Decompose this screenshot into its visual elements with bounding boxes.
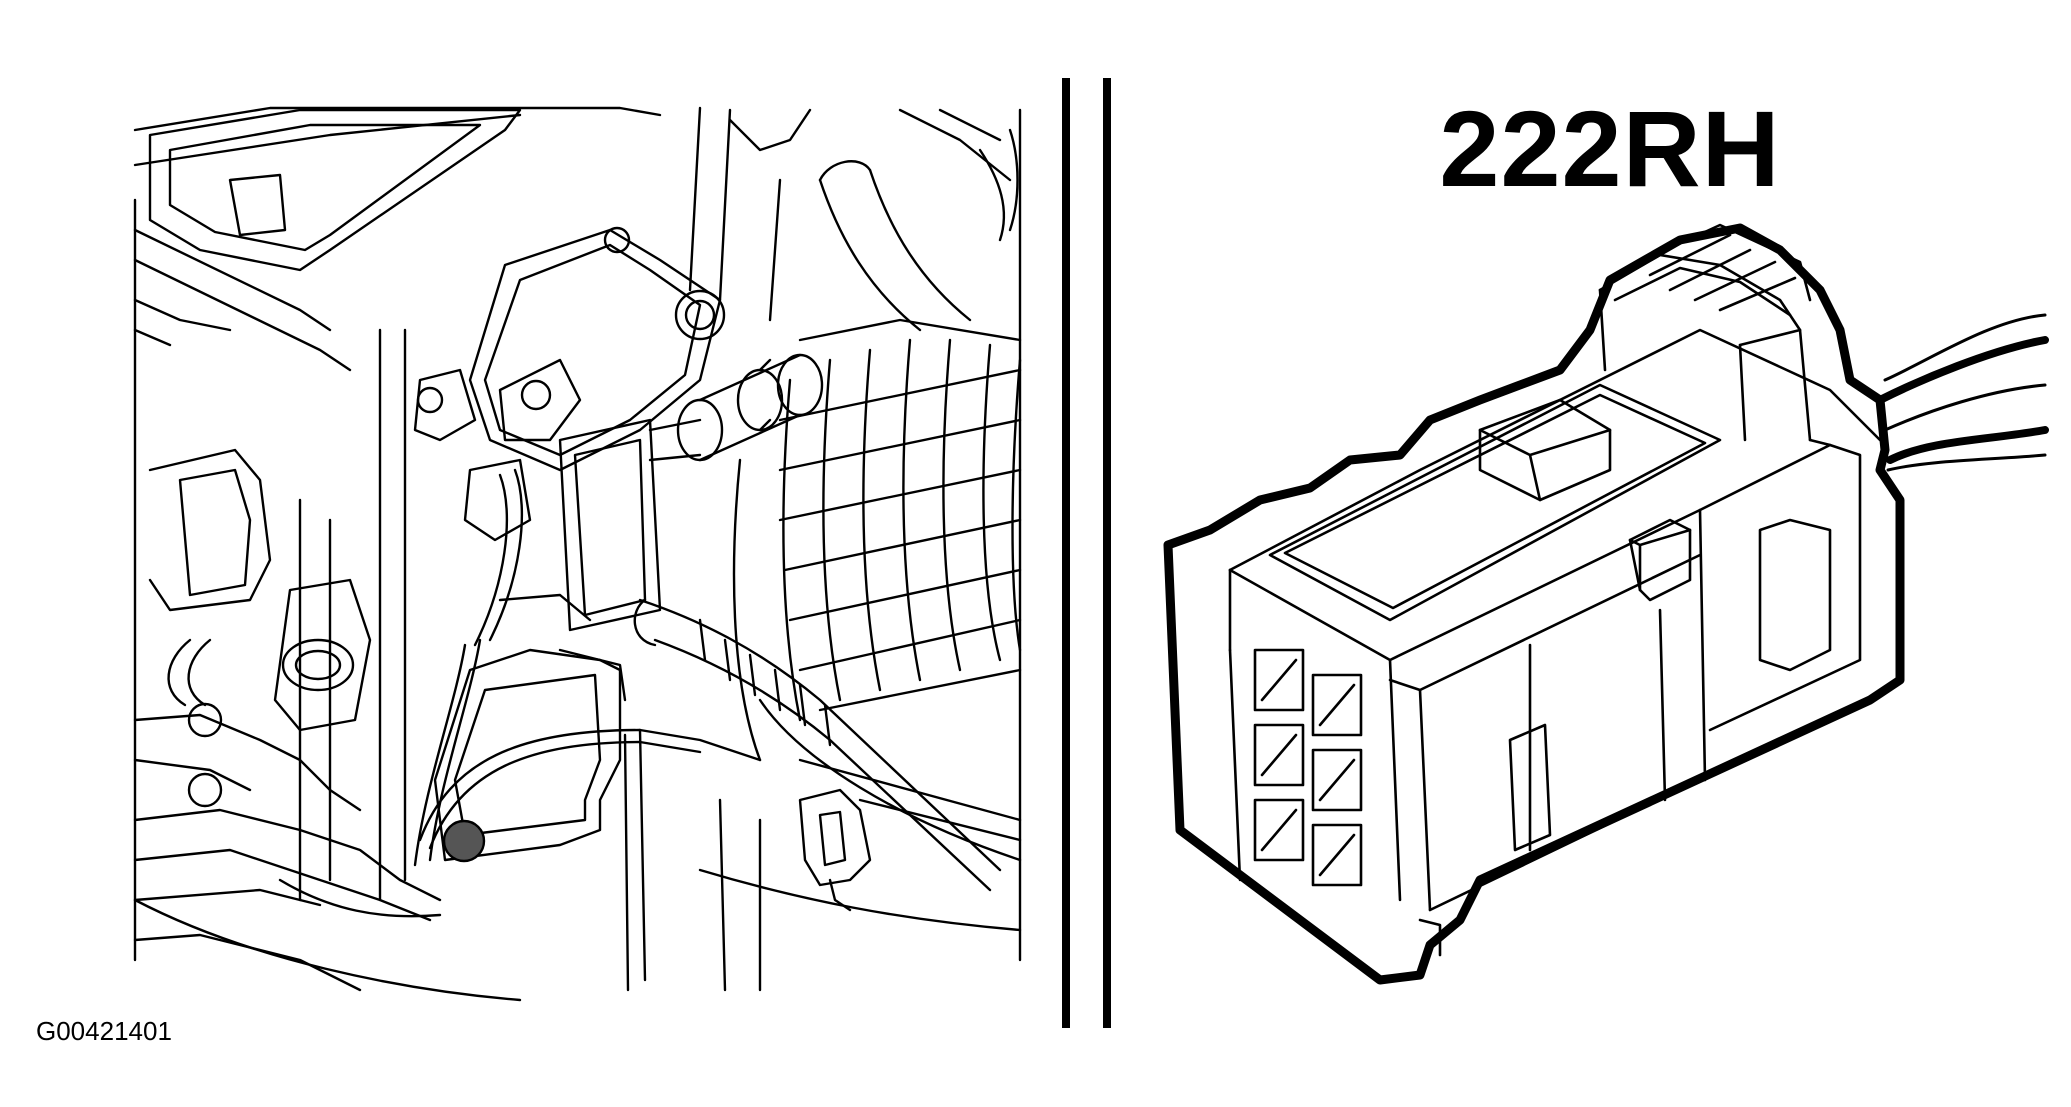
figure-id: G00421401 [36, 1016, 172, 1046]
connector-label: 222RH [1439, 88, 1781, 209]
